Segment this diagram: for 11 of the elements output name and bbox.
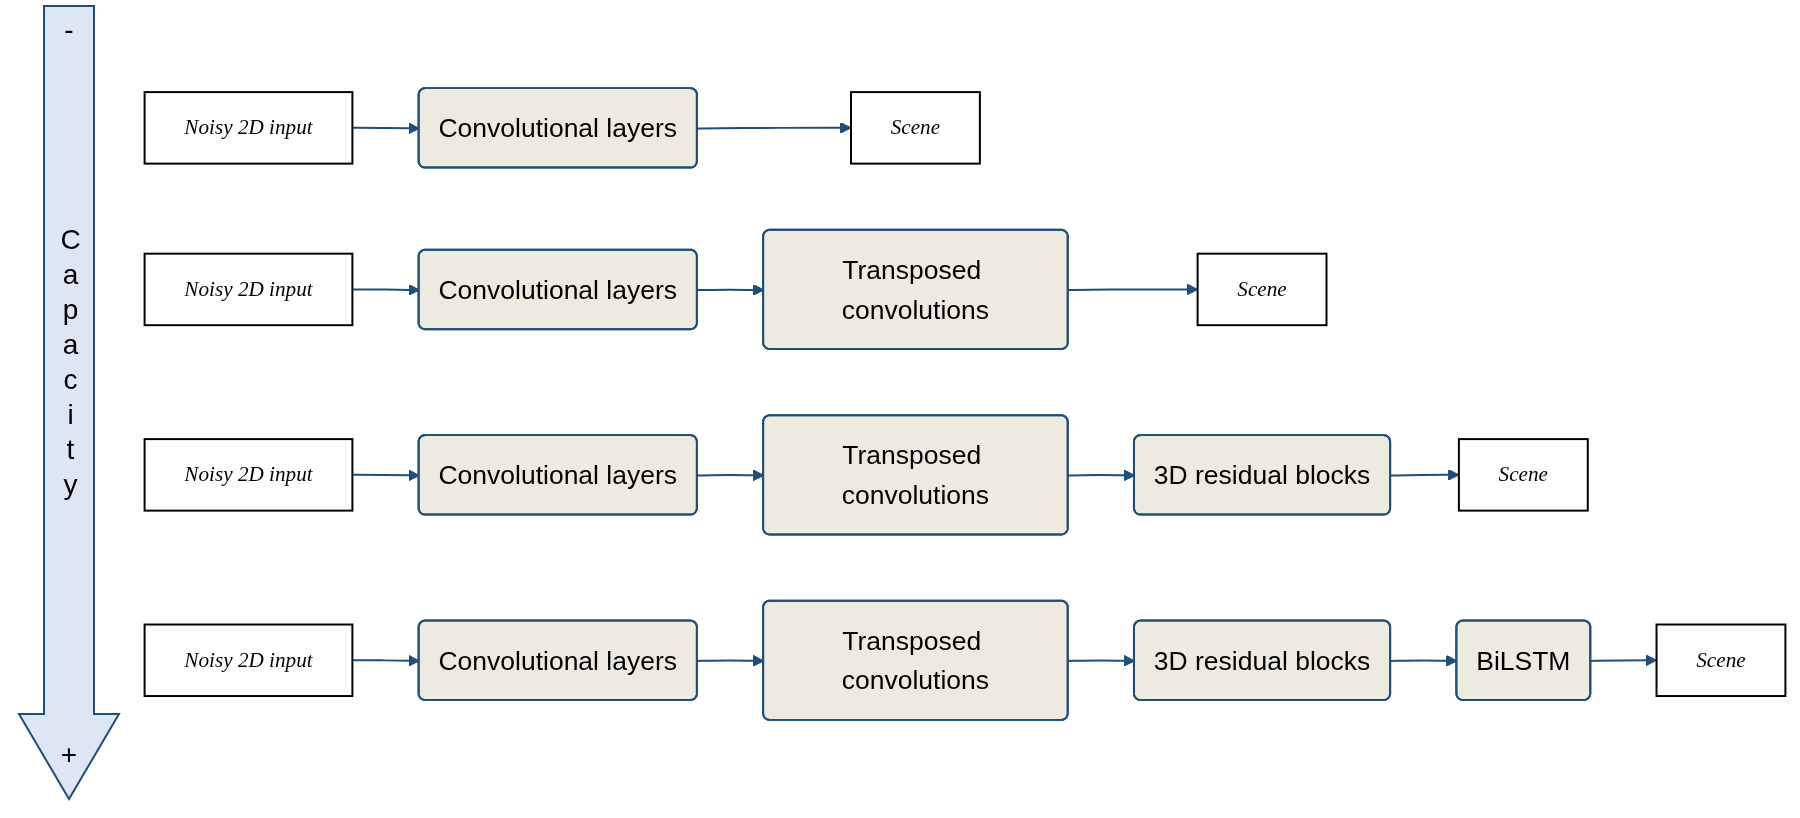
node-box: Scene xyxy=(1196,252,1328,327)
scale-mark: + xyxy=(59,739,79,771)
node-box: Scene xyxy=(850,91,981,165)
node-box: Noisy 2D input xyxy=(143,438,354,512)
node-box: Scene xyxy=(1655,623,1787,698)
node-box: Noisy 2D input xyxy=(143,623,354,698)
scale-mark: - xyxy=(63,14,75,46)
axis-label: Capacity xyxy=(54,224,86,504)
node-box: Noisy 2D input xyxy=(143,252,354,327)
node-box: Scene xyxy=(1457,438,1589,512)
node-box: Noisy 2D input xyxy=(143,91,354,165)
